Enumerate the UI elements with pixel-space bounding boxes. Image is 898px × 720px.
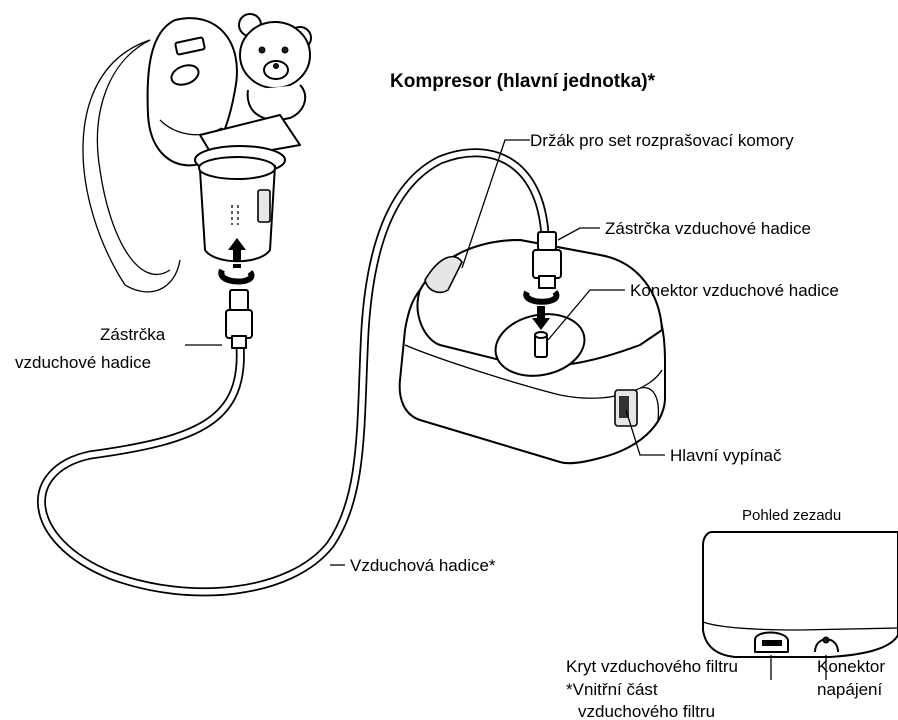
label-air-tube: Vzduchová hadice* bbox=[350, 556, 496, 575]
label-air-plug-right: Zástrčka vzduchové hadice bbox=[605, 219, 811, 238]
diagram-title: Kompresor (hlavní jednotka)* bbox=[390, 71, 656, 92]
bear-decoration bbox=[239, 14, 311, 120]
label-air-connector: Konektor vzduchové hadice bbox=[630, 281, 839, 300]
label-holder: Držák pro set rozprašovací komory bbox=[530, 131, 794, 150]
rear-view bbox=[703, 532, 898, 657]
label-power-connector-line1: Konektor bbox=[817, 657, 885, 676]
label-rear-view: Pohled zezadu bbox=[742, 507, 841, 524]
label-power-connector-line2: napájení bbox=[817, 680, 883, 699]
label-air-plug-left-line2: vzduchové hadice bbox=[15, 353, 151, 372]
label-filter-inner-line2: vzduchového filtru bbox=[578, 702, 715, 720]
label-filter-cover: Kryt vzduchového filtru bbox=[566, 657, 738, 676]
compressor bbox=[400, 232, 665, 463]
air-plug-left bbox=[230, 290, 248, 310]
air-plug-right bbox=[538, 232, 556, 250]
nebulizer-kit bbox=[83, 14, 311, 348]
label-filter-inner-line1: *Vnitřní část bbox=[566, 680, 658, 699]
label-main-switch: Hlavní vypínač bbox=[670, 446, 782, 465]
label-air-plug-left-line1: Zástrčka bbox=[100, 325, 166, 344]
